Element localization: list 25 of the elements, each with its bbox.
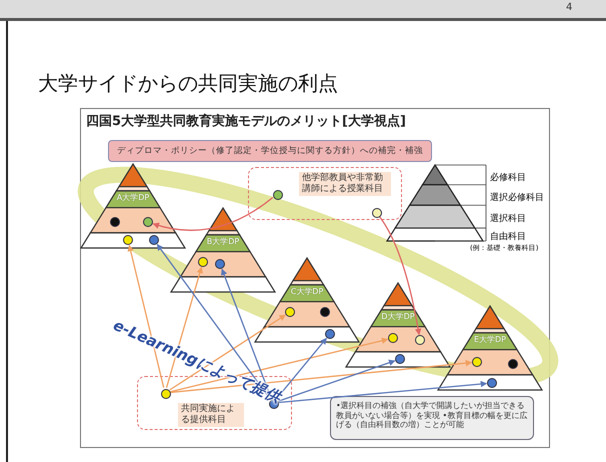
arrow <box>170 338 388 392</box>
note-text: •選択科目の補強（自大学で開講したいが担当できる教員がいない場合等）を実現 •教育目標の幅を更に広げる（自由科目数の増）ことが可能 <box>336 401 528 430</box>
box-label: 他学部教員や非常勤講師による授業科目 <box>299 172 391 196</box>
pyramid-label: A大学DP <box>116 192 150 202</box>
dashed-group-box <box>248 167 402 220</box>
arrow <box>152 196 274 231</box>
banner-box <box>108 140 432 162</box>
diagram-heading: 四国5大学型共同教育実施モデルのメリット[大学視点] <box>86 112 406 130</box>
page-number: 4 <box>566 2 572 13</box>
pyramid-label: C大学DP <box>290 286 324 296</box>
arrow <box>128 244 164 388</box>
level-label: 選択必修科目 <box>490 192 544 204</box>
level-label: 自由科目 <box>490 230 526 243</box>
note-box <box>330 396 534 440</box>
box-label: ディプロマ・ポリシー（修了認定・学位授与に関する方針）への補完・補強 <box>116 144 424 158</box>
pyramid-label: B大学DP <box>206 236 240 246</box>
arrow <box>378 216 422 336</box>
slide-title: 大学サイドからの共同実施の利点 <box>38 70 338 97</box>
level-label: 必修科目 <box>490 172 526 184</box>
pyramid-label: E大学DP <box>472 334 508 344</box>
box-label: 共同実施による提供科目 <box>178 403 244 427</box>
dashed-group-box <box>137 376 292 430</box>
level-label: 選択科目 <box>490 212 526 225</box>
pyramid-label: D大学DP <box>380 312 416 322</box>
arrow <box>170 360 472 394</box>
